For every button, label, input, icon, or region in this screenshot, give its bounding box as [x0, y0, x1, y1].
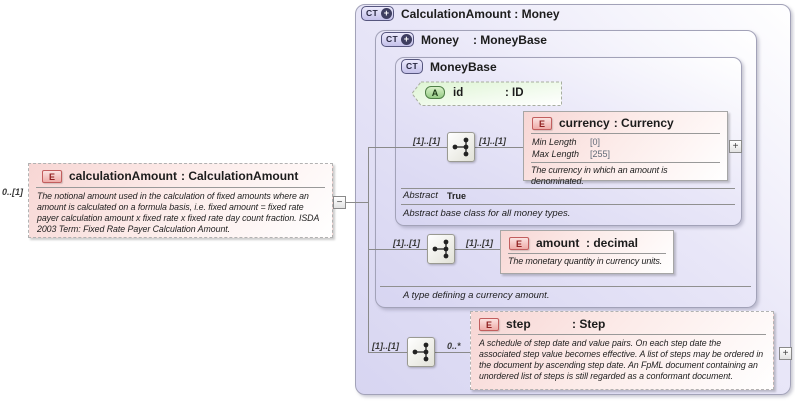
outer-type-header[interactable]: CT + CalculationAmount : Money [361, 6, 560, 21]
connector-line [474, 147, 523, 148]
cardinality-label: 0..[1] [2, 187, 24, 197]
connector-line [368, 249, 428, 250]
divider [531, 133, 720, 134]
facet-list: Min Length [0] Max Length [255] [524, 134, 727, 161]
element-name: amount [536, 236, 580, 250]
element-type: : decimal [586, 236, 639, 250]
facet-row: Min Length [0] [524, 136, 727, 148]
element-name: currency [559, 116, 610, 130]
facet-label: Max Length [532, 149, 580, 159]
moneybase-annotation: Abstract base class for all money types. [403, 208, 571, 219]
element-header: E amount : decimal [501, 231, 673, 252]
element-icon: E [509, 236, 529, 250]
divider [508, 253, 666, 254]
collapse-button[interactable]: − [333, 196, 346, 209]
divider [478, 334, 766, 335]
complex-type-icon: CT [401, 59, 423, 74]
attribute-box-id[interactable]: A id : ID [411, 81, 563, 107]
sequence-glyph [432, 239, 449, 259]
divider [401, 188, 735, 189]
complex-type-plus-icon: CT + [381, 32, 414, 47]
facet-label: Min Length [532, 137, 577, 147]
element-box-step[interactable]: E step : Step A schedule of step date an… [470, 311, 774, 390]
complex-type-letters: CT [386, 34, 398, 44]
element-box-calculationamount[interactable]: E calculationAmount : CalculationAmount … [28, 163, 333, 238]
moneybase-type-title: MoneyBase [429, 59, 497, 74]
money-type-header[interactable]: CT + Money : MoneyBase [381, 32, 547, 47]
outer-type-title: CalculationAmount : Money [400, 6, 560, 21]
element-icon: E [42, 169, 62, 183]
expand-button-currency[interactable]: + [729, 140, 742, 153]
attribute-header: A id : ID [425, 86, 524, 99]
element-annotation: The notional amount used in the calculat… [37, 191, 319, 234]
sequence-glyph [452, 137, 469, 157]
cardinality-label: [1]..[1] [466, 238, 493, 248]
element-type: : CalculationAmount [181, 169, 299, 183]
divider [380, 286, 751, 287]
money-annotation: A type defining a currency amount. [403, 290, 550, 301]
abstract-value: True [447, 191, 467, 201]
element-header: E calculationAmount : CalculationAmount [29, 164, 332, 186]
element-annotation: A schedule of step date and value pairs.… [479, 338, 764, 381]
connector-line [333, 202, 369, 203]
cardinality-label: 0..* [447, 341, 461, 351]
divider [36, 187, 325, 188]
element-name: step [506, 317, 531, 331]
element-header: E step : Step [471, 312, 773, 333]
sequence-glyph [412, 342, 429, 362]
element-box-currency[interactable]: E currency : Currency Min Length [0] Max… [523, 111, 728, 186]
element-header: E currency : Currency [524, 112, 727, 132]
element-type: : Currency [613, 116, 674, 130]
attribute-icon: A [425, 86, 445, 99]
connector-line [434, 352, 470, 353]
cardinality-label: [1]..[1] [479, 136, 506, 146]
connector-line [368, 147, 448, 148]
facet-row: Max Length [255] [524, 148, 727, 160]
moneybase-type-header[interactable]: CT MoneyBase [401, 59, 497, 74]
divider [401, 204, 735, 205]
sequence-icon[interactable] [407, 337, 435, 367]
divider [531, 162, 720, 163]
sequence-icon[interactable] [427, 234, 455, 264]
element-box-amount[interactable]: E amount : decimal The monetary quantity… [500, 230, 674, 274]
attribute-type: : ID [505, 86, 524, 99]
connector-line [454, 249, 501, 250]
facet-value: [0] [590, 137, 601, 147]
abstract-label: Abstract [403, 190, 438, 201]
derived-plus-badge: + [400, 34, 412, 45]
element-type: : Step [572, 317, 606, 331]
complex-type-letters: CT [366, 8, 378, 18]
money-type-base: : MoneyBase [472, 32, 547, 47]
expand-button-step[interactable]: + [779, 347, 792, 360]
attribute-tag-shape [411, 81, 562, 106]
complex-type-letters: CT [406, 61, 418, 71]
element-annotation: The currency in which an amount is denom… [531, 165, 668, 186]
complex-type-plus-icon: CT + [361, 6, 394, 21]
attribute-name: id [453, 86, 464, 99]
sequence-icon[interactable] [447, 132, 475, 162]
facet-value: [255] [590, 149, 611, 159]
element-icon: E [532, 116, 552, 130]
connector-line [368, 352, 408, 353]
cardinality-label: [1]..[1] [393, 238, 420, 248]
element-annotation: The monetary quantity in currency units. [508, 256, 663, 266]
money-type-name: Money [420, 32, 459, 47]
derived-plus-badge: + [380, 8, 392, 19]
connector-trunk-line [368, 147, 369, 353]
element-icon: E [479, 317, 499, 331]
cardinality-label: [1]..[1] [372, 341, 399, 351]
cardinality-label: [1]..[1] [413, 136, 440, 146]
element-name: calculationAmount [69, 169, 178, 183]
